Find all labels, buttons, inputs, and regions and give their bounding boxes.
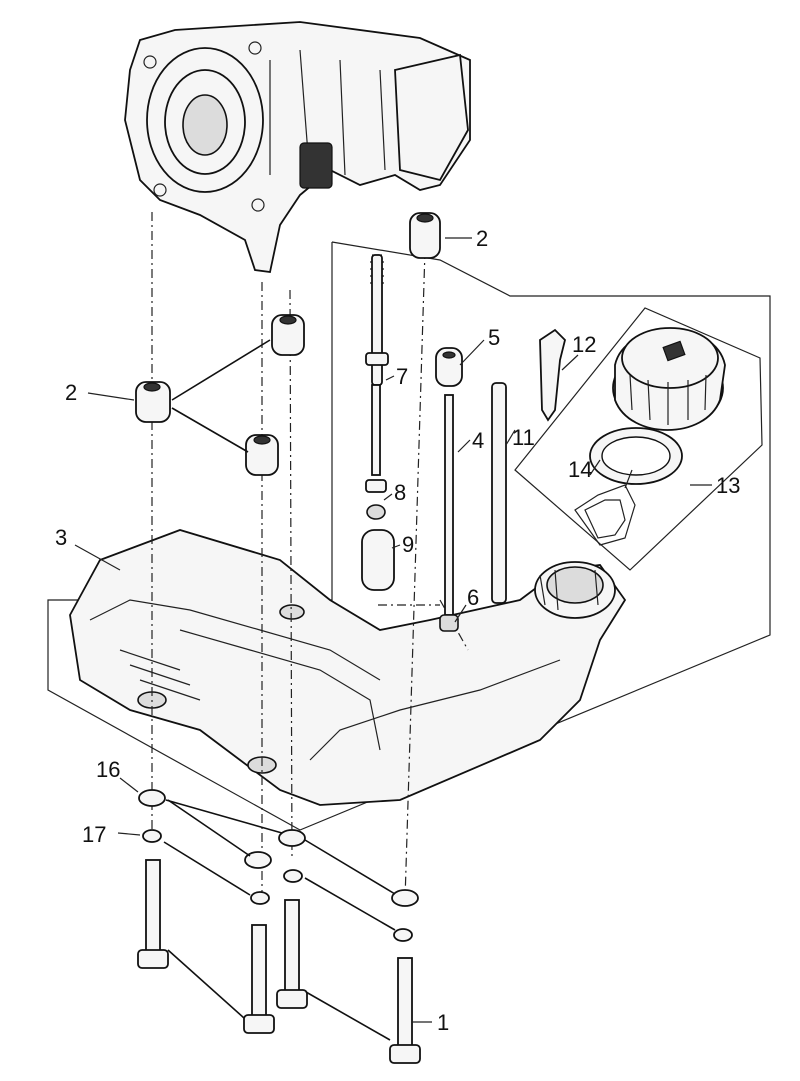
callout-5: 5 (488, 325, 500, 350)
callouts: 1 2 2 3 4 5 6 7 8 9 11 12 13 14 16 17 (55, 226, 740, 1035)
mount-left (135, 381, 171, 423)
callout-17: 17 (82, 822, 106, 847)
callout-14: 14 (568, 457, 592, 482)
callout-1: 1 (437, 1010, 449, 1035)
mount-right-lower (245, 434, 279, 476)
callout-8: 8 (394, 480, 406, 505)
rubber-mounts (135, 212, 441, 476)
cable-tie (539, 328, 566, 422)
cap-kit-outline (514, 307, 763, 571)
bolt-3 (276, 899, 308, 1009)
alignment-lines (151, 212, 469, 901)
fuel-pickup (435, 347, 463, 632)
tank-cap (612, 327, 726, 431)
callout-6: 6 (467, 585, 479, 610)
callout-7: 7 (396, 364, 408, 389)
mount-right-upper (271, 314, 305, 356)
retainer-strap (574, 469, 636, 546)
callout-4: 4 (472, 428, 484, 453)
bolts (137, 859, 421, 1064)
bolt-2 (243, 924, 275, 1034)
callout-16: 16 (96, 757, 120, 782)
callout-3: 3 (55, 525, 67, 550)
crankcase-housing (124, 21, 471, 274)
callout-2-left: 2 (65, 380, 77, 405)
bolt-4 (389, 957, 421, 1064)
callout-13: 13 (716, 473, 740, 498)
fuel-tank (69, 529, 627, 806)
mount-top (409, 212, 441, 259)
callout-12: 12 (572, 332, 596, 357)
vent-valve-assembly (361, 254, 395, 591)
fuel-hose (491, 382, 507, 604)
cap-gasket (589, 427, 683, 485)
leader-lines (74, 237, 712, 1023)
callout-2-top: 2 (476, 226, 488, 251)
callout-9: 9 (402, 532, 414, 557)
bolt-1 (137, 859, 169, 969)
callout-11: 11 (512, 425, 535, 450)
washers (138, 789, 419, 942)
